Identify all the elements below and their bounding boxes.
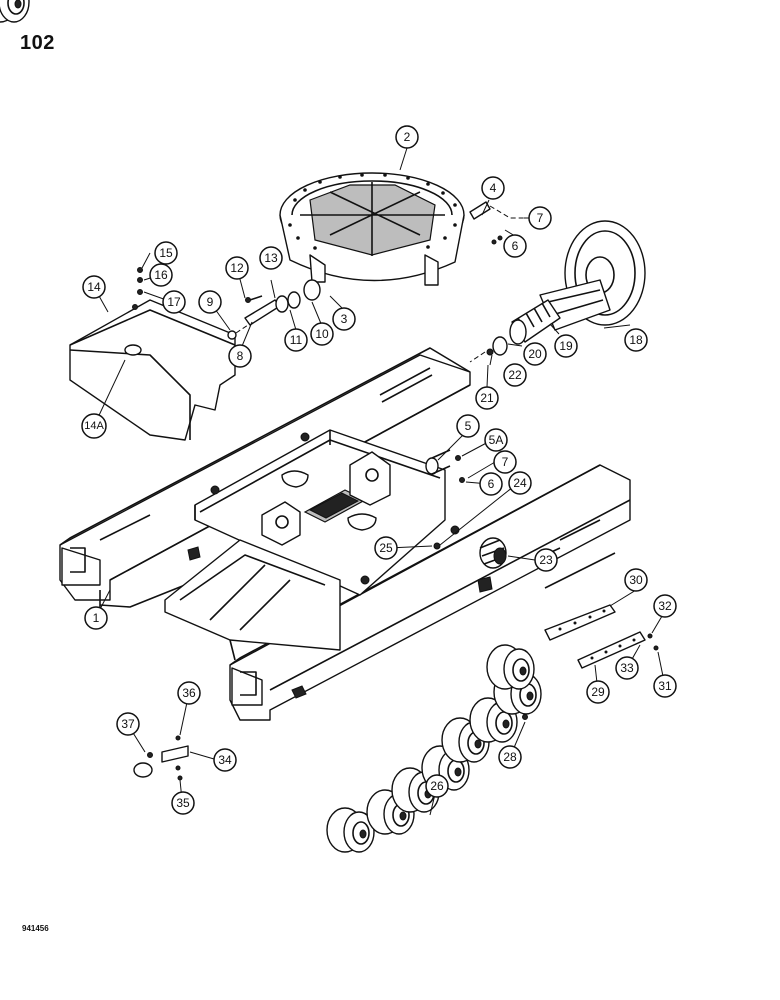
svg-text:26: 26 (430, 779, 444, 793)
callout-4: 4 (481, 176, 505, 200)
svg-text:25: 25 (379, 541, 393, 555)
callout-28: 28 (498, 745, 522, 769)
callout-6a: 6 (503, 234, 527, 258)
callout-13: 13 (259, 246, 283, 270)
svg-text:1: 1 (93, 611, 100, 625)
callout-15: 15 (154, 241, 178, 265)
track-guards (544, 604, 659, 669)
svg-text:20: 20 (528, 347, 542, 361)
callout-14: 14 (82, 275, 106, 299)
top-cover (69, 299, 236, 441)
callout-1: 1 (84, 606, 108, 630)
svg-text:23: 23 (539, 553, 553, 567)
svg-text:14: 14 (87, 280, 101, 294)
page-number: 102 (20, 32, 55, 54)
callout-23: 23 (534, 548, 558, 572)
svg-text:37: 37 (121, 717, 135, 731)
callout-29: 29 (586, 680, 610, 704)
pivot-hardware (137, 201, 525, 550)
callout-33: 33 (615, 656, 639, 680)
callout-19: 19 (554, 334, 578, 358)
callout-7a: 7 (528, 206, 552, 230)
callout-3: 3 (332, 307, 356, 331)
svg-text:19: 19 (559, 339, 573, 353)
svg-text:17: 17 (167, 295, 181, 309)
callout-14a: 14A (81, 413, 107, 439)
svg-text:7: 7 (537, 211, 544, 225)
svg-text:10: 10 (315, 327, 329, 341)
svg-text:29: 29 (591, 685, 605, 699)
callout-34: 34 (213, 748, 237, 772)
svg-text:18: 18 (629, 333, 643, 347)
svg-text:22: 22 (508, 368, 522, 382)
callout-10: 10 (310, 322, 334, 346)
callout-5: 5 (456, 414, 480, 438)
svg-text:15: 15 (159, 246, 173, 260)
callout-36: 36 (177, 681, 201, 705)
callout-35: 35 (171, 791, 195, 815)
callout-25: 25 (374, 536, 398, 560)
svg-text:7: 7 (502, 455, 509, 469)
svg-text:6: 6 (488, 477, 495, 491)
drawing-code: 941456 (22, 924, 49, 933)
svg-text:32: 32 (658, 599, 672, 613)
svg-text:36: 36 (182, 686, 196, 700)
callout-9: 9 (198, 290, 222, 314)
callout-2: 2 (395, 125, 419, 149)
svg-text:33: 33 (620, 661, 634, 675)
swing-bearing (279, 172, 465, 286)
svg-text:16: 16 (154, 268, 168, 282)
callout-24: 24 (508, 471, 532, 495)
svg-text:6: 6 (512, 239, 519, 253)
callout-31: 31 (653, 674, 677, 698)
svg-text:34: 34 (218, 753, 232, 767)
svg-text:11: 11 (290, 333, 303, 347)
callout-7b: 7 (493, 450, 517, 474)
svg-text:28: 28 (503, 750, 517, 764)
callout-11: 11 (284, 328, 308, 352)
svg-text:30: 30 (629, 573, 643, 587)
svg-text:12: 12 (230, 261, 244, 275)
callout-16: 16 (149, 263, 173, 287)
svg-text:2: 2 (404, 130, 411, 144)
svg-text:8: 8 (237, 349, 244, 363)
callout-20: 20 (523, 342, 547, 366)
callout-30: 30 (624, 568, 648, 592)
track-adjuster (479, 537, 507, 569)
svg-text:3: 3 (341, 312, 348, 326)
callout-6b: 6 (479, 472, 503, 496)
callout-21: 21 (475, 386, 499, 410)
guide-bracket (133, 714, 528, 781)
callout-37: 37 (116, 712, 140, 736)
callout-26: 26 (425, 774, 449, 798)
svg-text:31: 31 (658, 679, 672, 693)
callout-22: 22 (503, 363, 527, 387)
svg-text:5A: 5A (489, 433, 504, 447)
svg-text:24: 24 (513, 476, 527, 490)
callout-5a: 5A (484, 428, 508, 452)
callout-8: 8 (228, 344, 252, 368)
svg-text:4: 4 (490, 181, 497, 195)
track-rollers (0, 0, 542, 853)
front-idler-assembly (469, 220, 646, 363)
callout-18: 18 (624, 328, 648, 352)
svg-text:35: 35 (176, 796, 190, 810)
callout-12: 12 (225, 256, 249, 280)
svg-text:21: 21 (480, 391, 494, 405)
svg-text:13: 13 (264, 251, 278, 265)
svg-text:14A: 14A (84, 420, 104, 432)
callout-32: 32 (653, 594, 677, 618)
callout-17: 17 (162, 290, 186, 314)
svg-text:5: 5 (465, 419, 472, 433)
svg-text:9: 9 (207, 295, 214, 309)
